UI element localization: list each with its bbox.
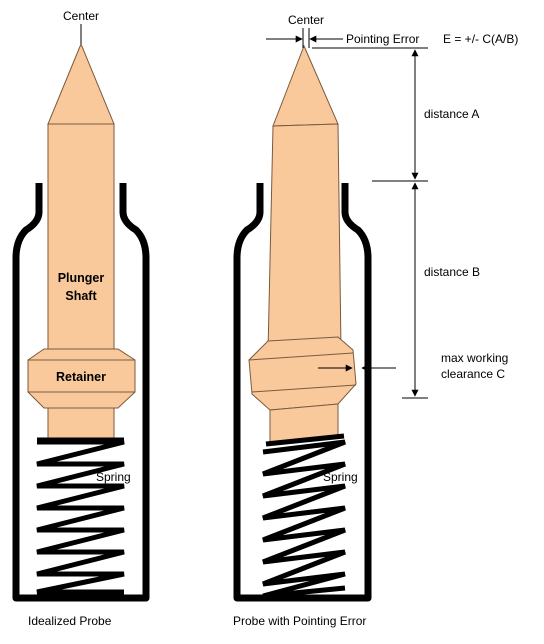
clearance-label-1: max working — [441, 351, 508, 365]
right-plunger-tip — [272, 44, 339, 127]
plunger-label: Plunger — [58, 271, 105, 285]
right-spring — [262, 439, 346, 599]
right-retainer — [248, 336, 357, 411]
left-plunger-tip — [47, 42, 115, 125]
right-caption: Probe with Pointing Error — [233, 614, 366, 628]
left-spring-label: Spring — [96, 470, 131, 484]
left-barrel — [12, 183, 150, 602]
left-lower-shaft — [47, 407, 115, 439]
right-center-label: Center — [288, 13, 324, 27]
left-plunger-shaft — [47, 123, 115, 350]
right-barrel — [233, 183, 372, 602]
formula-label: E = +/- C(A/B) — [443, 32, 518, 46]
clearance-label-2: clearance C — [441, 367, 505, 381]
right-plunger-shaft — [267, 123, 342, 353]
left-spring — [36, 439, 125, 595]
left-center-label: Center — [63, 9, 99, 23]
distance-b-label: distance B — [424, 265, 480, 279]
pointing-error-label: Pointing Error — [346, 32, 419, 46]
left-caption: Idealized Probe — [28, 614, 112, 628]
probe-with-pointing-error: Center Pointing Error E = +/- C(A/B) dis… — [233, 13, 518, 628]
left-retainer — [27, 348, 136, 409]
shaft-label: Shaft — [65, 289, 97, 303]
distance-a-label: distance A — [424, 107, 479, 121]
right-spring-label: Spring — [323, 470, 358, 484]
idealized-probe: Center Plunger Shaft Retainer Spring Ide… — [12, 9, 150, 628]
retainer-label: Retainer — [56, 370, 106, 384]
